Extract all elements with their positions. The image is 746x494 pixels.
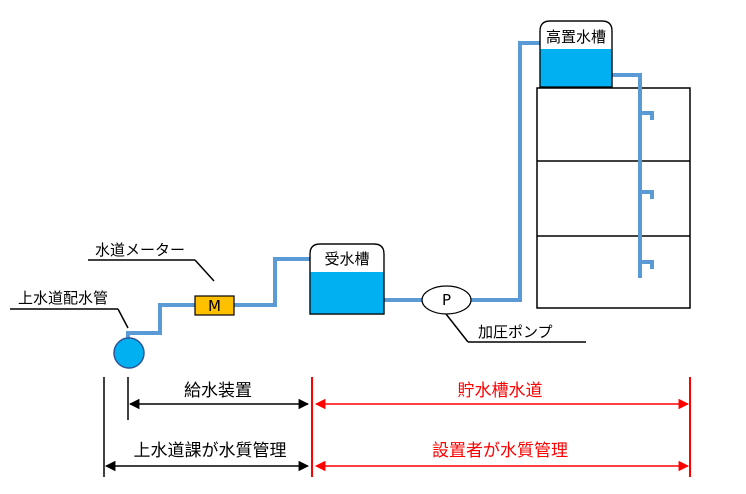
receiving-tank: 受水槽	[309, 243, 385, 315]
pump-leader-line	[445, 313, 469, 343]
water-main-leader-line	[117, 308, 129, 329]
water-meter-icon	[194, 295, 235, 316]
elevated-tank-water	[540, 49, 612, 87]
pipe-faucet-2f	[640, 190, 654, 199]
pipe-building-riser	[612, 73, 642, 278]
storage-tank-waterworks-label: 貯水槽水道	[458, 381, 543, 401]
elevated-tank-border	[539, 20, 613, 88]
water-main-pipe-icon	[113, 337, 145, 369]
pipe-faucet-1f	[640, 260, 654, 269]
waterworks-management-label: 上水道課が水質管理	[134, 441, 287, 461]
supply-device-label: 給水装置	[184, 381, 252, 401]
meter-leader-line	[194, 259, 215, 282]
building-outline	[536, 87, 691, 309]
receiving-tank-border	[309, 243, 385, 315]
pipe-network	[126, 41, 654, 340]
pipe-main-to-meter	[126, 303, 195, 340]
receiving-tank-water	[310, 272, 384, 314]
pipe-faucet-3f	[640, 111, 654, 120]
water-meter-symbol: M	[208, 297, 221, 315]
water-meter-label: 水道メーター	[95, 241, 185, 259]
pipe-pump-to-elevated-tank	[471, 41, 540, 302]
water-main-label: 上水道配水管	[18, 289, 108, 307]
building	[536, 87, 691, 309]
installer-management-label: 設置者が水質管理	[432, 441, 568, 461]
elevated-tank: 高置水槽	[539, 20, 613, 88]
receiving-tank-label: 受水槽	[324, 250, 369, 268]
booster-pump-label: 加圧ポンプ	[478, 323, 553, 341]
elevated-tank-label: 高置水槽	[546, 28, 606, 46]
booster-pump-symbol: P	[442, 291, 451, 309]
pipe-meter-to-receiving-tank	[234, 257, 310, 307]
